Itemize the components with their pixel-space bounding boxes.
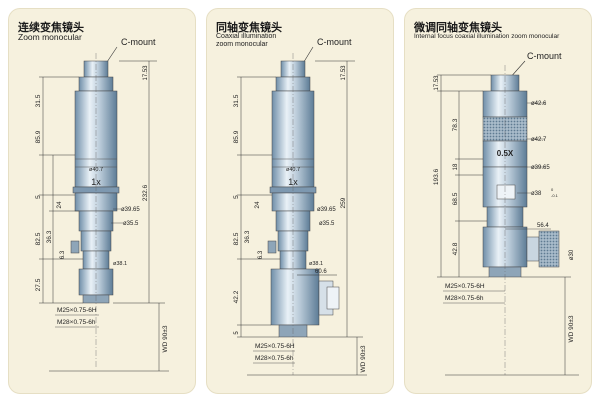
thread-label-2: M28×0.75-6h [255,355,294,362]
dim-d8: 27.5 [35,278,42,291]
dim-d5: 82.5 [233,232,240,245]
lens-drawing: C-mount 0.5X 17.53 78.3 18 68.5 42.8 193… [433,51,579,376]
thread-label-1: M25×0.75-6H [445,283,485,290]
zoom-ratio-label: 1x [288,177,298,187]
dim-dia3: ø39.65 [531,165,550,171]
dim-working-distance: WD 90±3 [360,345,367,372]
panel-title-en-2: zoom monocular [216,41,268,48]
dim-d6: 36.3 [244,230,251,243]
dim-working-distance: WD 90±3 [162,325,169,352]
panel-title-en-1: Coaxial illumination [216,33,277,40]
dim-d7: 6.3 [60,250,66,259]
dim-d1: 31.5 [233,94,240,107]
dim-top-height: 17.53 [341,65,347,81]
dim-d4: 24 [56,201,63,209]
dim-total: 259 [340,197,347,208]
lens-drawing: C-mount 1x 31.5 85.9 [35,37,169,372]
dim-dia1: ø42.6 [531,101,547,107]
focus-knob [70,240,80,254]
dim-dia3: ø35.5 [319,221,335,227]
c-mount-label: C-mount [527,51,562,61]
thread-label-2: M28×0.75-6h [445,295,484,302]
c-mount-label: C-mount [121,37,156,47]
dim-d1: 31.5 [35,94,42,107]
dim-tol-up: 0 [551,187,554,192]
dim-top-height: 17.53 [143,65,149,81]
dim-d3: 5 [233,195,240,199]
dim-d3: 68.5 [452,192,459,205]
dim-total: 232.6 [142,184,149,201]
c-mount-label: C-mount [317,37,352,47]
dim-d9: 5 [234,331,240,335]
dim-d2: 85.9 [35,130,42,143]
thread-label-2: M28×0.75-6h [57,319,96,326]
dim-dia1: ø40.7 [286,167,300,173]
panel-title-en: Internal focus coaxial illumination zoom… [414,33,560,40]
dim-dia2: ø39.65 [317,207,336,213]
panel-title-en: Zoom monocular [18,32,82,42]
dim-total: 193.6 [433,168,440,185]
dim-dia4: ø38 [531,191,542,197]
thread-label-1: M25×0.75-6H [57,307,97,314]
thread-label-1: M25×0.75-6H [255,343,295,350]
dim-d4: 24 [254,201,261,209]
dim-side: 60.6 [315,269,327,275]
panel-zoom-monocular: 连续变焦镜头 Zoom monocular C-mount 1x [8,8,196,394]
dim-side: 56.4 [537,223,549,229]
dim-dia2: ø39.65 [121,207,140,213]
lens-drawing: C-mount 1x 31.5 85.9 5 [233,37,367,376]
dim-side-dia: ø30 [569,249,575,260]
zoom-ratio-label: 0.5X [497,149,514,158]
dim-d2: 18 [453,163,459,170]
dim-dia2: ø42.7 [531,137,547,143]
zoom-ratio-label: 1x [91,177,101,187]
dim-d5: 82.5 [35,232,42,245]
dim-d8: 42.2 [233,290,240,303]
panel-title-cn: 微调同轴变焦镜头 [414,22,502,34]
panel-internal-focus-coaxial: 微调同轴变焦镜头 Internal focus coaxial illumina… [404,8,592,394]
dim-tol-down: -0.1 [551,193,559,198]
dim-dia4: ø38.1 [113,261,127,267]
panel-title-cn: 连续变焦镜头 [18,22,84,34]
dim-dia4: ø38.1 [309,261,323,267]
dim-dia1: ø40.7 [89,167,103,173]
dim-d3: 5 [35,195,42,199]
dim-working-distance: WD 90±3 [568,315,575,342]
dim-d2: 85.9 [233,130,240,143]
dim-dia3: ø35.5 [123,221,139,227]
panel-coaxial-zoom-monocular: 同轴变焦镜头 Coaxial illumination zoom monocul… [206,8,394,394]
dim-d6: 36.3 [46,230,53,243]
dim-d1: 78.3 [452,118,459,131]
dim-d7: 6.3 [258,250,264,259]
fine-focus-window [496,184,516,200]
dim-top-height: 17.53 [434,75,440,91]
light-port [538,230,560,268]
dim-d4: 42.8 [452,242,459,255]
panel-title-cn: 同轴变焦镜头 [216,22,282,34]
coaxial-illuminator [270,268,320,326]
